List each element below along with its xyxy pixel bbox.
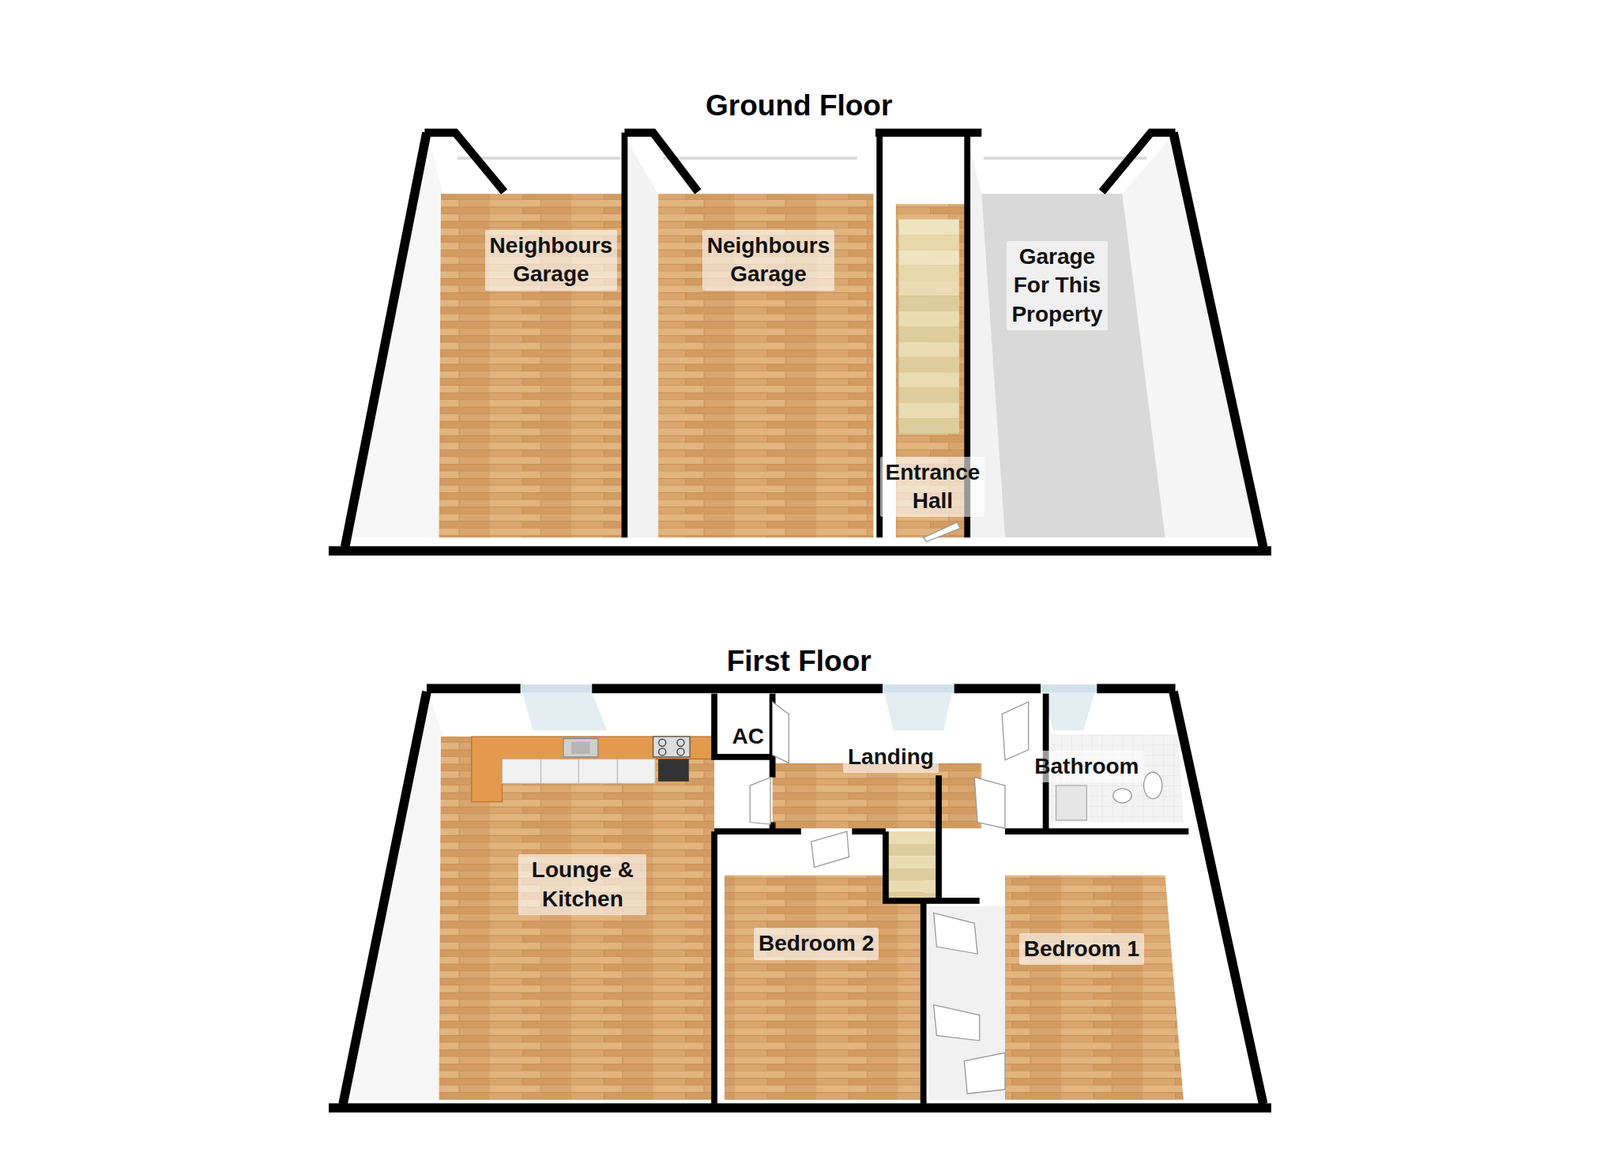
floor-title: First Floor	[726, 643, 872, 679]
room-name: Lounge & Kitchen	[523, 855, 642, 914]
landing-floor	[772, 763, 983, 829]
window	[882, 684, 954, 693]
outer-wall	[328, 132, 1272, 551]
stair-tread	[897, 357, 959, 373]
door	[923, 522, 960, 543]
bedroom-floor	[724, 875, 924, 1100]
partition-wall	[714, 693, 1189, 1104]
room-label: Landing	[843, 741, 939, 773]
burner	[658, 748, 667, 756]
cabinets	[502, 758, 656, 784]
window-light	[522, 692, 607, 731]
wardrobe-door	[963, 1052, 1006, 1094]
wall-face	[352, 136, 444, 538]
room-name: Bathroom	[1034, 752, 1139, 781]
door	[811, 831, 850, 867]
stair-string	[896, 219, 899, 434]
stair-tread	[888, 855, 938, 868]
door	[772, 701, 790, 763]
room-label: Bathroom	[1029, 750, 1144, 783]
room-label: Bedroom 2	[753, 927, 879, 960]
room-name: Landing	[847, 742, 934, 772]
wall-face	[624, 136, 659, 538]
oven	[658, 758, 689, 781]
stair-tread	[897, 295, 959, 311]
wall-face	[346, 693, 443, 1100]
burner	[677, 748, 685, 756]
lounge-floor	[438, 736, 715, 1100]
room-name: Garage For This Property	[1011, 242, 1103, 329]
window	[1040, 684, 1097, 693]
room-label: Garage For This Property	[1006, 240, 1107, 331]
wardrobe-door	[933, 1005, 980, 1041]
stair-tread	[897, 372, 959, 388]
door	[1001, 701, 1029, 761]
sink	[563, 738, 599, 757]
room-name: Bedroom 2	[758, 929, 874, 958]
sink-bowl	[571, 741, 590, 754]
room-name: Neighbours Garage	[489, 231, 614, 290]
stair-tread	[897, 402, 959, 418]
room-label: Bedroom 1	[1019, 933, 1145, 965]
room-name: Bedroom 1	[1024, 934, 1140, 964]
room-label: AC	[726, 720, 768, 753]
concrete-floor	[981, 193, 1165, 538]
burner	[677, 738, 685, 746]
worktop	[471, 736, 715, 802]
room-label: Neighbours Garage	[702, 229, 836, 291]
stair-tread	[897, 387, 959, 403]
window-light	[884, 692, 953, 731]
cabinet-doors	[541, 758, 618, 784]
stair-tread	[888, 843, 938, 856]
burner	[658, 738, 667, 746]
stair-tread	[888, 868, 938, 881]
staircase	[897, 219, 959, 434]
garage-door	[663, 156, 858, 160]
toilet	[1144, 771, 1163, 799]
stair-tread	[897, 311, 959, 327]
garage-floor	[658, 193, 874, 538]
staircase	[888, 831, 938, 899]
door	[974, 777, 1006, 829]
stair-tread	[897, 280, 959, 296]
room-name: AC	[731, 722, 764, 751]
window	[520, 684, 592, 693]
room-name: Entrance Hall	[884, 458, 980, 516]
stair-tread	[897, 326, 959, 342]
outer-wall	[426, 684, 1176, 694]
window-light	[1042, 692, 1096, 731]
garage-door	[983, 156, 1148, 160]
wardrobe-door	[933, 912, 979, 954]
stair-tread	[897, 234, 959, 250]
room-label: Lounge & Kitchen	[518, 854, 647, 915]
basin	[1113, 788, 1132, 803]
floor-title: Ground Floor	[705, 88, 893, 124]
kitchen	[471, 736, 715, 802]
stair-tread	[897, 219, 959, 235]
stair-tread	[897, 341, 959, 357]
stair-tread	[897, 417, 959, 433]
stair-tread	[888, 880, 938, 893]
wall-cap	[424, 132, 1175, 192]
room-label: Entrance Hall	[880, 456, 985, 518]
stair-tread	[888, 831, 938, 844]
bedroom-floor	[1005, 875, 1184, 1100]
room-name: Neighbours Garage	[707, 231, 831, 290]
stair-tread	[897, 249, 959, 265]
shower-tray	[1056, 785, 1088, 821]
outer-wall	[328, 691, 1272, 1108]
wardrobe	[928, 905, 1006, 1100]
hob	[653, 736, 690, 757]
garage-floor	[438, 193, 625, 538]
door	[749, 777, 771, 825]
stair-tread	[897, 265, 959, 281]
room-label: Neighbours Garage	[485, 229, 618, 291]
